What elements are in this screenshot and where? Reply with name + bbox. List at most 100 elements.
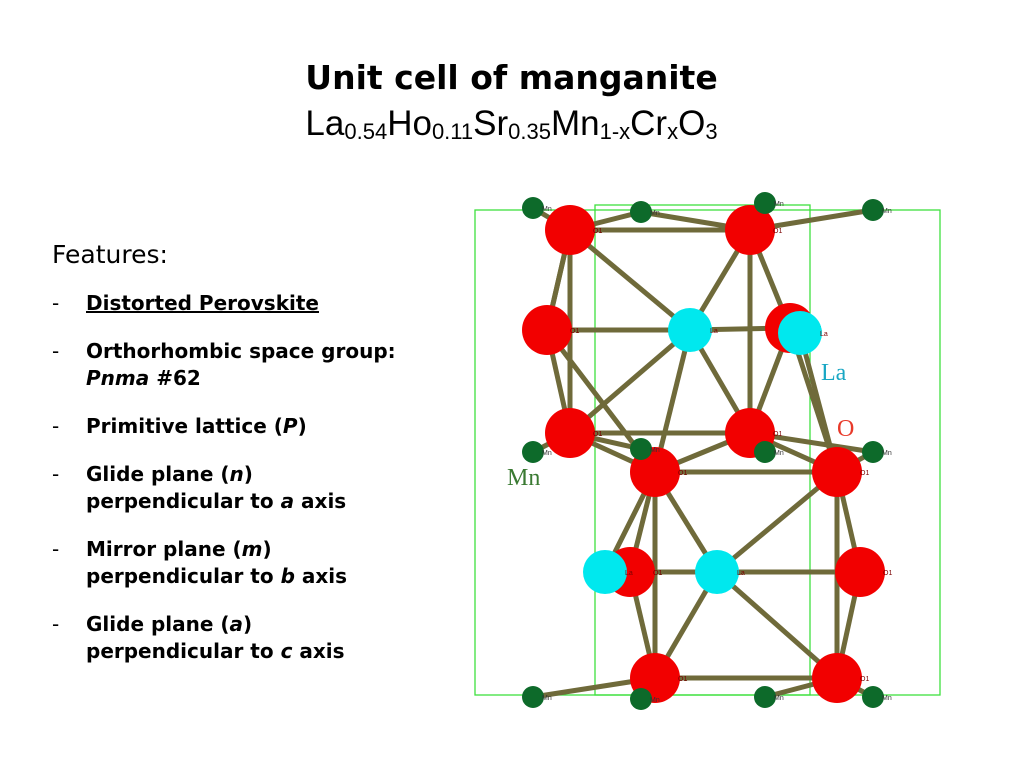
formula-o-sub: 3	[705, 119, 718, 144]
formula-cr: Cr	[630, 104, 668, 143]
bond-line	[568, 228, 692, 332]
manganese-atom	[522, 686, 544, 708]
feature-emphasis: n	[229, 462, 244, 486]
atom-tag: O1	[678, 676, 687, 683]
feature-text: Orthorhombic space group:	[86, 339, 396, 363]
lanthanum-atom	[668, 308, 712, 352]
manganese-atom	[522, 441, 544, 463]
atom-tag: O1	[678, 470, 687, 477]
cell-outline	[474, 204, 941, 696]
feature-text: axis	[294, 564, 348, 588]
feature-text: ) perpendicular to	[86, 462, 281, 513]
bond-line	[715, 470, 839, 574]
atom-tag: La	[820, 331, 828, 338]
formula-ho: Ho	[387, 104, 432, 143]
feature-text: )	[297, 414, 307, 438]
lanthanum-atom	[778, 311, 822, 355]
manganese-atom	[754, 441, 776, 463]
atom-tag: La	[710, 328, 718, 335]
atom-tag: Mn	[774, 450, 784, 457]
features-list: - Distorted Perovskite - Orthorhombic sp…	[52, 290, 412, 686]
atom-tag: Mn	[542, 450, 552, 457]
bullet-dash: -	[52, 462, 60, 486]
bullet-dash: -	[52, 612, 60, 636]
atom-tag: Mn	[542, 206, 552, 213]
bullet-dash: -	[52, 339, 60, 363]
formula-o: O	[678, 104, 706, 143]
manganese-atom	[862, 686, 884, 708]
oxygen-atom	[545, 408, 595, 458]
feature-emphasis: b	[280, 564, 295, 588]
feature-emphasis: a	[229, 612, 244, 636]
bond-line	[568, 328, 692, 435]
atom-tag: O1	[773, 228, 782, 235]
manganese-atom	[630, 688, 652, 710]
slide-title: Unit cell of manganite	[305, 58, 718, 97]
feature-text: Glide plane (	[86, 462, 230, 486]
oxygen-atom	[835, 547, 885, 597]
feature-text: ) perpendicular to	[86, 612, 281, 663]
legend-o-label: O	[837, 416, 854, 442]
feature-text: Mirror plane (	[86, 537, 242, 561]
atom-tag: Mn	[650, 210, 660, 217]
formula-mn: Mn	[550, 104, 600, 143]
oxygen-atom	[522, 305, 572, 355]
atom-tag: La	[737, 570, 745, 577]
formula-sr: Sr	[473, 104, 509, 143]
feature-emphasis: Pnma	[86, 366, 150, 390]
oxygen-atom	[725, 205, 775, 255]
cell-box-front	[474, 209, 941, 696]
atom-tag: Mn	[774, 695, 784, 702]
formula-cr-sub: x	[667, 119, 679, 144]
manganese-atom	[862, 199, 884, 221]
oxygen-atom	[812, 653, 862, 703]
formula-la: La	[305, 104, 345, 143]
legend-mn-label: Mn	[507, 465, 540, 491]
feature-text: Distorted Perovskite	[86, 291, 319, 315]
feature-text: ) perpendicular to	[86, 537, 281, 588]
feature-text: Glide plane (	[86, 612, 230, 636]
manganese-atom	[754, 686, 776, 708]
atom-tag: Mn	[542, 695, 552, 702]
atom-tag: La	[625, 570, 633, 577]
bullet-dash: -	[52, 291, 60, 315]
feature-text: Primitive lattice (	[86, 414, 283, 438]
manganese-atom	[862, 441, 884, 463]
atom-tag: Mn	[882, 450, 892, 457]
feature-emphasis: m	[241, 537, 263, 561]
atom-tag: O1	[860, 676, 869, 683]
manganese-atom	[630, 201, 652, 223]
feature-item: - Orthorhombic space group: Pnma #62	[52, 338, 412, 392]
atom-tag: O1	[860, 470, 869, 477]
feature-text: axis	[294, 489, 347, 513]
atom-tag: Mn	[774, 201, 784, 208]
atom-tag: O1	[773, 431, 782, 438]
lanthanum-atom	[583, 550, 627, 594]
feature-emphasis: P	[282, 414, 298, 438]
features-heading: Features:	[52, 240, 168, 269]
oxygen-atom	[812, 447, 862, 497]
atom-tag: Mn	[882, 695, 892, 702]
formula-mn-sub: 1-x	[599, 119, 631, 144]
chemical-formula: La0.54Ho0.11Sr0.35Mn1-xCrxO3	[0, 104, 1023, 145]
formula-sr-sub: 0.35	[508, 119, 551, 144]
manganese-atom	[630, 438, 652, 460]
feature-item: - Distorted Perovskite	[52, 290, 412, 317]
oxygen-atom	[545, 205, 595, 255]
atoms-group: O1O1O1O1O1O1O1O1O1O1O1O1LaLaLaLaMnMnMnMn…	[522, 192, 892, 710]
formula-la-sub: 0.54	[344, 119, 388, 144]
feature-emphasis: c	[280, 639, 293, 663]
atom-tag: O1	[593, 431, 602, 438]
atom-tag: O1	[570, 328, 579, 335]
atom-tag: O1	[593, 228, 602, 235]
bullet-dash: -	[52, 414, 60, 438]
feature-item: - Mirror plane (m) perpendicular to b ax…	[52, 536, 412, 590]
atom-tag: Mn	[650, 697, 660, 704]
feature-text: #62	[149, 366, 201, 390]
atom-tag: O1	[653, 570, 662, 577]
unit-cell-diagram: O1O1O1O1O1O1O1O1O1O1O1O1LaLaLaLaMnMnMnMn…	[474, 192, 941, 710]
formula-ho-sub: 0.11	[431, 119, 474, 144]
bond-line	[715, 570, 839, 680]
atom-tag: Mn	[882, 208, 892, 215]
bullet-dash: -	[52, 537, 60, 561]
